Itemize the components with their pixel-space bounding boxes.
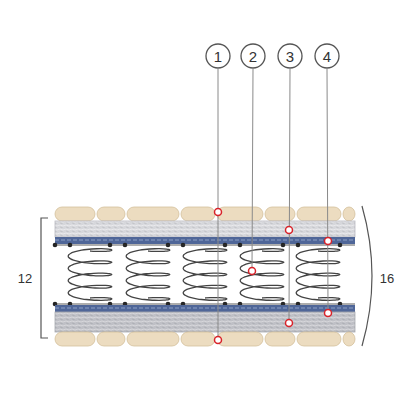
felt-pad — [217, 332, 263, 346]
dimension-label: 16 — [380, 272, 394, 285]
spring-coil — [240, 249, 284, 301]
felt-layer — [55, 207, 355, 221]
felt-pad — [217, 207, 263, 221]
leader-lines — [218, 69, 328, 336]
felt-pad — [343, 332, 355, 346]
felt-pad — [181, 207, 215, 221]
callout-circles — [206, 44, 339, 68]
felt-pad — [265, 332, 295, 346]
spring-coil — [68, 249, 112, 301]
callout-number: 1 — [214, 49, 222, 64]
felt-pad — [127, 207, 179, 221]
felt-pad — [97, 332, 125, 346]
felt-pad — [55, 332, 95, 346]
fibre-layer — [55, 221, 355, 237]
callout-number: 3 — [286, 49, 294, 64]
mesh-layer — [55, 305, 355, 312]
dimension-label: 12 — [18, 272, 32, 285]
callout-number: 4 — [323, 49, 331, 64]
felt-pad — [297, 207, 341, 221]
dimension-bracket — [362, 206, 372, 346]
felt-pad — [343, 207, 355, 221]
spring-coil — [126, 249, 170, 301]
spring-zone — [55, 244, 355, 305]
mesh-layer — [55, 237, 355, 244]
spring-block — [53, 243, 355, 307]
felt-pad — [97, 207, 125, 221]
felt-pad — [297, 332, 341, 346]
dimension-bracket — [41, 218, 48, 338]
felt-pad — [181, 332, 215, 346]
spring-coil — [296, 249, 340, 301]
felt-pad — [55, 207, 95, 221]
spring-coil — [183, 249, 227, 301]
callout-number: 2 — [249, 49, 257, 64]
felt-pad — [127, 332, 179, 346]
fibre-layer — [55, 312, 355, 332]
felt-layer — [55, 332, 355, 346]
callout-dots — [215, 209, 332, 344]
felt-pad — [265, 207, 295, 221]
